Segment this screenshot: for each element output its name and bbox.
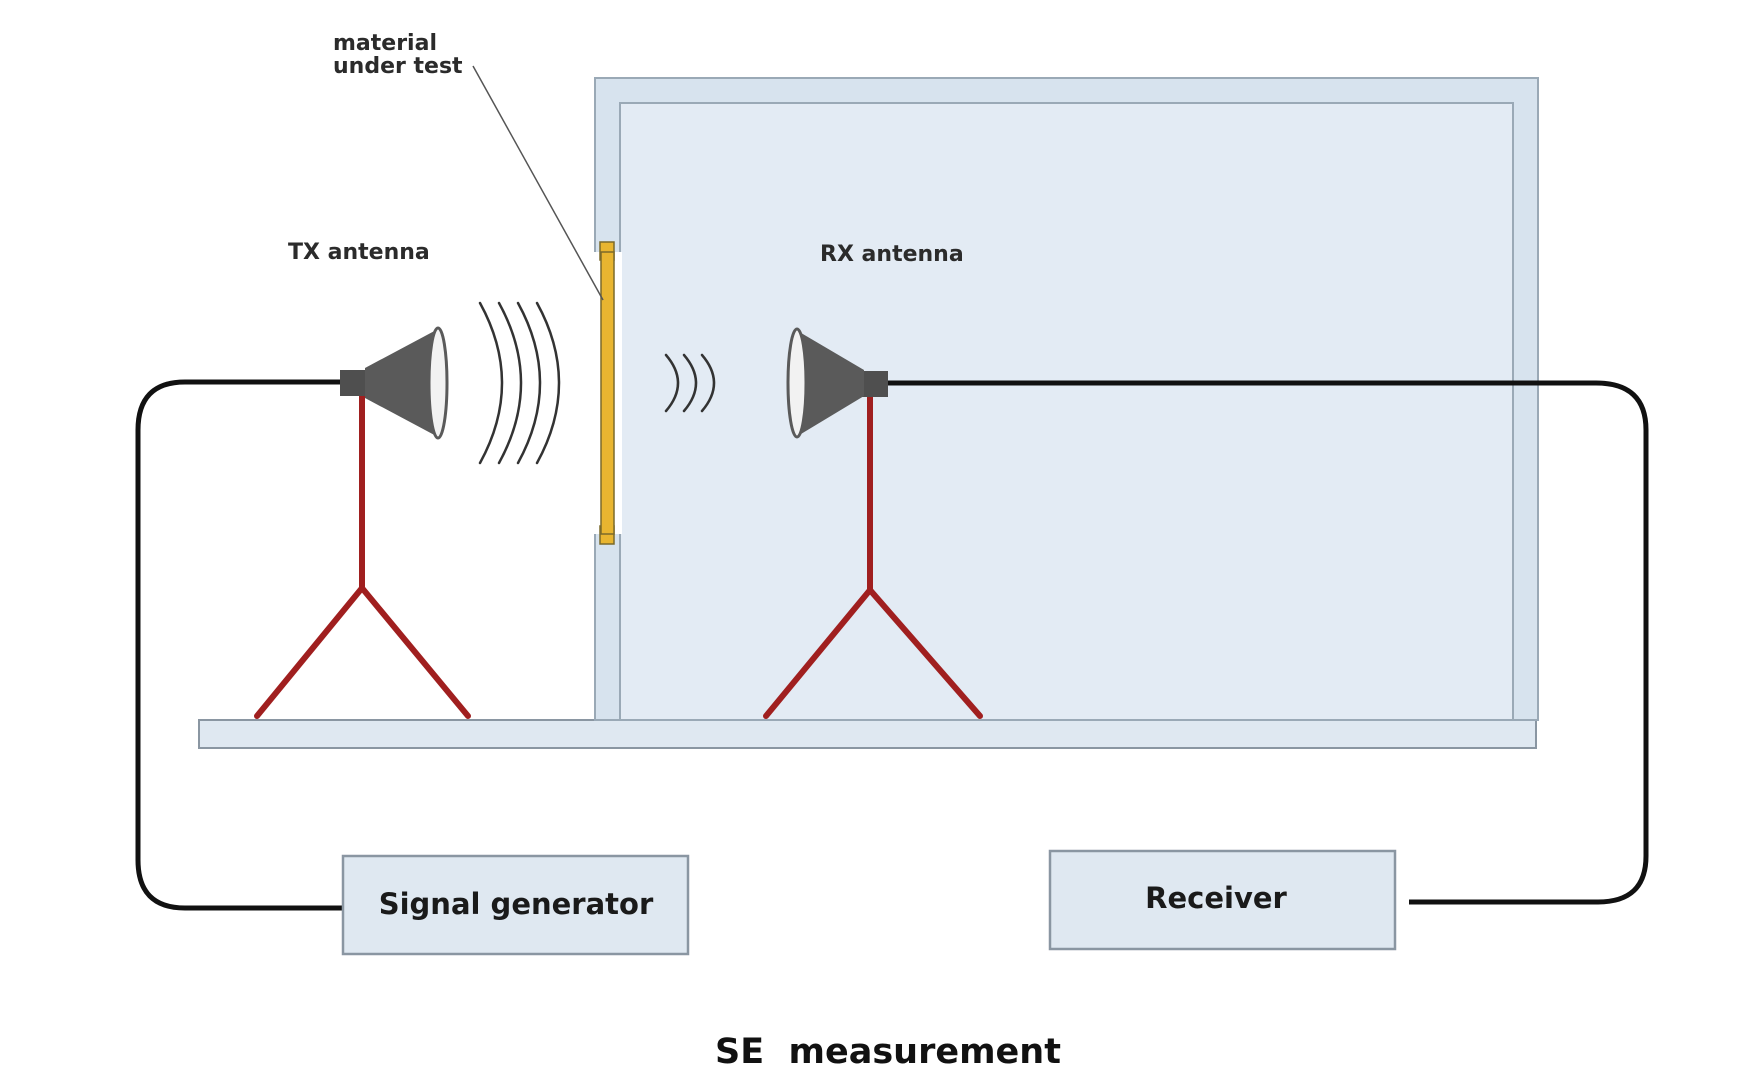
tx-cable: [135, 379, 343, 911]
tx-antenna-connector: [340, 370, 368, 396]
rx-cable: [885, 380, 1649, 905]
material-panel: [600, 251, 615, 535]
receiver-box: [1048, 849, 1397, 951]
rx-antenna-horn: [796, 330, 864, 437]
rx-antenna-label: RX antenna: [820, 242, 964, 267]
rx-antenna-stand: [763, 392, 983, 719]
material-leader-line: [472, 65, 604, 301]
rx-wave-arcs: [664, 353, 716, 413]
shielded-chamber: [594, 77, 1539, 721]
tx-antenna: [340, 326, 449, 440]
signal-generator-box: [341, 854, 690, 956]
cables: [135, 379, 1649, 911]
material-label-line2: under test: [333, 54, 463, 79]
tx-antenna-label: TX antenna: [288, 240, 430, 265]
material-under-test: [599, 241, 615, 545]
material-label-line1: material: [333, 31, 437, 56]
tx-antenna-horn: [365, 328, 440, 438]
rx-antenna-connector: [860, 371, 888, 397]
signal-generator-label: Signal generator: [379, 887, 654, 921]
base-platform: [198, 719, 1537, 749]
rx-antenna: [786, 327, 888, 439]
tx-wave-arcs: [478, 301, 561, 465]
diagram-caption: SE measurement: [715, 1032, 1061, 1072]
tx-antenna-aperture: [427, 326, 449, 440]
rx-antenna-aperture: [786, 327, 808, 439]
tx-antenna-stand: [254, 392, 471, 719]
receiver-label: Receiver: [1145, 881, 1287, 915]
chamber-interior: [619, 102, 1514, 721]
